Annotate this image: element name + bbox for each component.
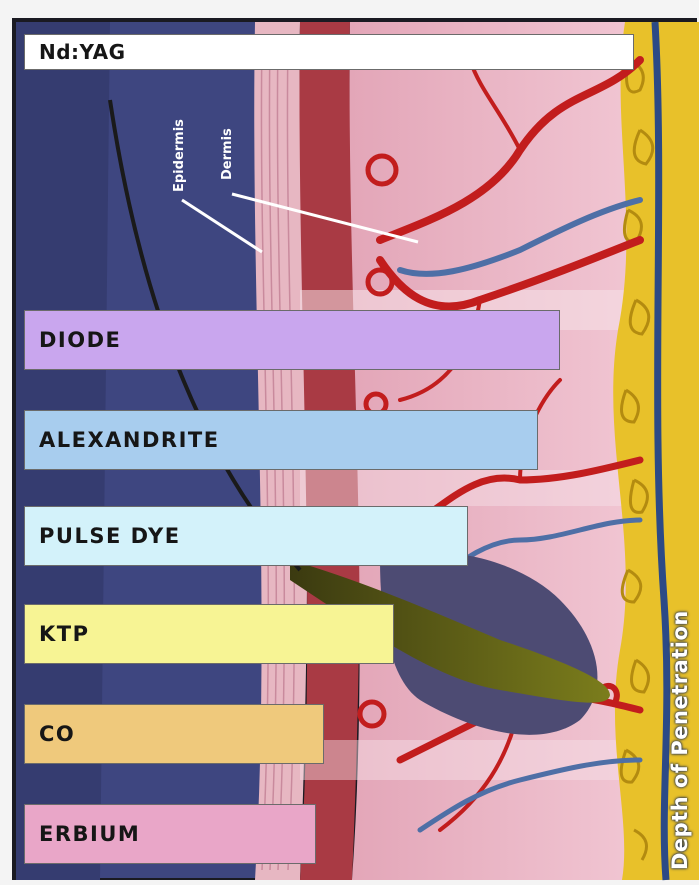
laser-bar-erbium: ERBIUM: [24, 804, 316, 864]
epidermis-label: Epidermis: [172, 119, 187, 192]
laser-bar-co: CO: [24, 704, 324, 764]
laser-bar-ndyag: Nd:YAG: [24, 34, 634, 70]
laser-bar-alexandrite: ALEXANDRITE: [24, 410, 538, 470]
laser-bar-diode: DIODE: [24, 310, 560, 370]
depth-of-penetration-label: Depth of Penetration: [668, 610, 692, 870]
laser-bar-pulse-dye: PULSE DYE: [24, 506, 468, 566]
band-3: [300, 740, 645, 780]
laser-bar-ktp: KTP: [24, 604, 394, 664]
dermis-label: Dermis: [220, 128, 235, 180]
